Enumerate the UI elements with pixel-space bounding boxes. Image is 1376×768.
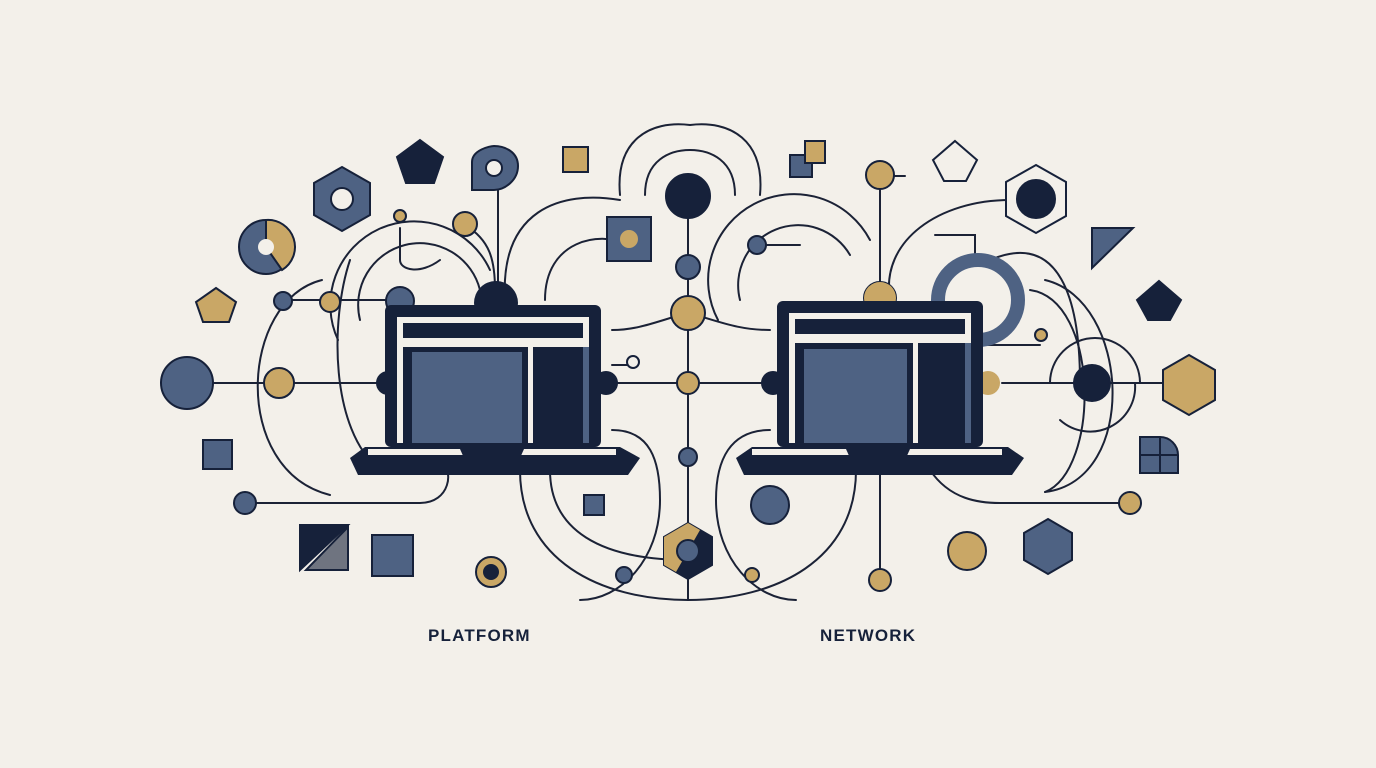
circle-node [1016, 179, 1056, 219]
circle-node [393, 209, 407, 223]
circle-node [947, 531, 987, 571]
circle-node [1073, 364, 1111, 402]
hexagon-icon [931, 139, 979, 182]
laptop-icon [736, 282, 1024, 475]
circle-node [626, 355, 640, 369]
circle-node [750, 485, 790, 525]
circle-node [865, 160, 895, 190]
circle-node [1034, 328, 1048, 342]
circle-node [665, 173, 711, 219]
triangle-icon [1091, 227, 1136, 271]
triangle-icon [299, 524, 351, 573]
circle-node [678, 447, 698, 467]
circle-node [273, 291, 293, 311]
circle-node [485, 159, 503, 177]
square-icon [583, 494, 605, 516]
chart-slice [265, 218, 296, 272]
pentagon-icon [395, 138, 445, 184]
pentagon-icon [194, 286, 238, 323]
circle-node [670, 295, 706, 331]
circle-node [868, 568, 892, 592]
circle-node [263, 367, 295, 399]
network-label: NETWORK [820, 626, 917, 645]
platform-label: PLATFORM [428, 626, 531, 645]
triangle-icon [303, 524, 349, 571]
circle-node [319, 291, 341, 313]
hexagon-icon [1023, 517, 1073, 576]
square-icon [562, 146, 589, 173]
hexagon-icon [1135, 279, 1183, 321]
laptop-icon [350, 281, 640, 475]
circle-node [744, 567, 760, 583]
left-shapes [160, 138, 589, 588]
square-icon [371, 534, 414, 577]
circle-node [258, 239, 274, 255]
square-icon [202, 439, 233, 470]
circle-node [160, 356, 214, 410]
square-icon [804, 140, 826, 164]
circle-node [620, 230, 638, 248]
circle-node [676, 539, 700, 563]
circle-node [452, 211, 478, 237]
hexagon-icon [1162, 353, 1216, 417]
circle-node [675, 254, 701, 280]
circle-node [615, 566, 633, 584]
circle-node [747, 235, 767, 255]
circle-node [676, 371, 700, 395]
circle-node [233, 491, 257, 515]
center-shapes [583, 140, 826, 584]
circle-node [1118, 491, 1142, 515]
circle-node [483, 564, 499, 580]
circle-node [330, 187, 354, 211]
